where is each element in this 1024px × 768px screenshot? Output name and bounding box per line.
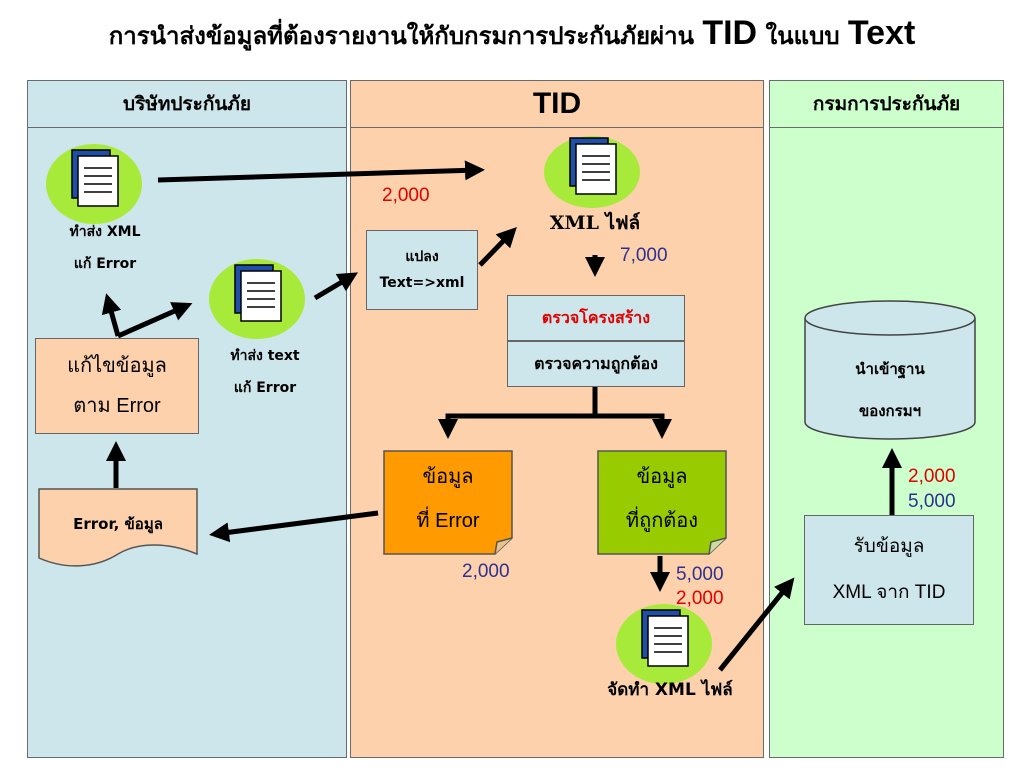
fix-data-box: แก้ไขข้อมูล ตาม Error bbox=[35, 338, 199, 434]
receive-data-box: รับข้อมูล XML จาก TID bbox=[804, 515, 974, 625]
correct-data-note bbox=[597, 450, 727, 555]
send-xml-label: ทำส่ง XML แก้ Error bbox=[50, 216, 160, 280]
page-title: การนำส่งข้อมูลที่ต้องรายงานให้กับกรมการป… bbox=[0, 14, 1024, 55]
import-count-a: 2,000 bbox=[908, 466, 956, 487]
arrow-text-to-convert bbox=[313, 272, 359, 301]
arrow-make-to-receive bbox=[718, 577, 795, 672]
tid-lane-header: TID bbox=[350, 80, 764, 128]
connector-check-split bbox=[445, 386, 598, 432]
arrow-convert-to-xml bbox=[478, 226, 517, 267]
xml-total-count: 7,000 bbox=[620, 245, 668, 266]
import-count-b: 5,000 bbox=[908, 491, 956, 512]
correct-data-line1: ข้อมูล bbox=[636, 466, 688, 488]
send-xml-label-line1: ทำส่ง XML bbox=[69, 224, 141, 240]
connector-check-split-right bbox=[595, 413, 665, 432]
database-cylinder bbox=[804, 300, 976, 440]
error-data-label: ข้อมูล ที่ Error bbox=[383, 455, 513, 543]
send-text-document-icon bbox=[205, 255, 310, 347]
error-data-line2: ที่ Error bbox=[416, 510, 480, 532]
correct-data-label: ข้อมูล ที่ถูกต้อง bbox=[597, 455, 727, 543]
fix-data-line1: แก้ไขข้อมูล bbox=[67, 355, 167, 377]
convert-line2: Text=>xml bbox=[379, 275, 465, 291]
error-data-note bbox=[383, 450, 513, 555]
send-text-label-line2: แก้ Error bbox=[233, 380, 297, 396]
receive-line1: รับข้อมูล bbox=[853, 536, 925, 557]
check-accuracy-label: ตรวจความถูกต้อง bbox=[534, 353, 658, 373]
check-accuracy-box: ตรวจความถูกต้อง bbox=[507, 341, 685, 387]
xml-file-document-icon bbox=[540, 132, 645, 224]
send-xml-label-line2: แก้ Error bbox=[73, 256, 137, 272]
fix-data-line2: ตาม Error bbox=[73, 395, 161, 417]
title-tid: TID bbox=[702, 14, 758, 52]
insurer-lane-header: บริษัทประกันภัย bbox=[27, 80, 347, 128]
error-count: 2,000 bbox=[462, 561, 510, 582]
title-prefix: การนำส่งข้อมูลที่ต้องรายงานให้กับกรมการป… bbox=[108, 21, 694, 50]
send-xml-document-icon bbox=[42, 140, 147, 232]
correct-count-b: 2,000 bbox=[676, 588, 724, 609]
xml-file-label: XML ไฟล์ bbox=[549, 212, 641, 234]
receive-line2: XML จาก TID bbox=[832, 582, 946, 603]
arrow-error-to-doc bbox=[209, 510, 379, 543]
error-document-shape bbox=[38, 488, 198, 567]
arrow-fix-to-sendxml bbox=[101, 293, 122, 337]
database-label: นำเข้าฐาน ของกรมฯ bbox=[804, 348, 976, 432]
check-structure-label: ตรวจโครงสร้าง bbox=[541, 307, 651, 327]
check-structure-box: ตรวจโครงสร้าง bbox=[507, 295, 685, 341]
title-text: Text bbox=[847, 14, 916, 52]
send-text-label-line1: ทำส่ง text bbox=[230, 348, 300, 364]
make-xml-document-icon bbox=[612, 600, 717, 692]
arrow-xml-to-tid bbox=[157, 160, 485, 183]
department-lane-header: กรมการประกันภัย bbox=[769, 80, 1004, 128]
error-data-line1: ข้อมูล bbox=[422, 466, 474, 488]
correct-data-line2: ที่ถูกต้อง bbox=[625, 510, 699, 532]
database-line2: ของกรมฯ bbox=[858, 402, 922, 420]
convert-box: แปลง Text=>xml bbox=[366, 230, 478, 310]
correct-count-a: 5,000 bbox=[676, 564, 724, 585]
title-mid: ในแบบ bbox=[765, 21, 840, 50]
error-document-label: Error, ข้อมูล bbox=[73, 515, 163, 533]
arrow-fix-to-sendtext bbox=[116, 302, 193, 339]
convert-line1: แปลง bbox=[405, 249, 439, 265]
make-xml-label: จัดทำ XML ไฟล์ bbox=[607, 680, 733, 700]
database-line1: นำเข้าฐาน bbox=[855, 360, 925, 378]
send-text-label: ทำส่ง text แก้ Error bbox=[215, 340, 315, 404]
xml-in-count: 2,000 bbox=[382, 185, 430, 206]
